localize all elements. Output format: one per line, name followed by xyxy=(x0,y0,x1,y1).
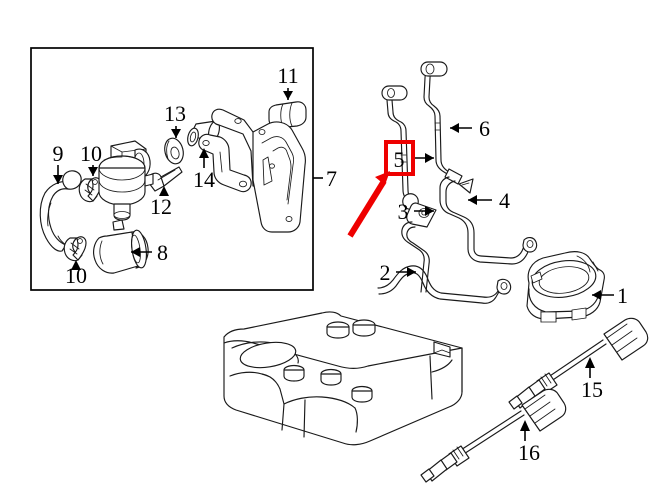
callout-10-lower: 10 xyxy=(65,260,87,288)
callout-1-label: 1 xyxy=(617,283,628,308)
part-oxygen-sensor-lower xyxy=(420,388,567,483)
callout-15: 15 xyxy=(581,357,603,402)
callout-16-label: 16 xyxy=(518,440,540,465)
callout-6: 6 xyxy=(450,116,490,141)
callout-12-label: 12 xyxy=(150,194,172,219)
callout-10-upper: 10 xyxy=(80,141,102,176)
callout-11-label: 11 xyxy=(277,63,298,88)
callout-2: 2 xyxy=(380,260,416,285)
callout-13-label: 13 xyxy=(164,101,186,126)
highlight-arrow-head xyxy=(375,171,390,185)
highlight-arrow-shaft xyxy=(347,179,387,238)
callout-15-label: 15 xyxy=(581,377,603,402)
callout-2-label: 2 xyxy=(380,260,391,285)
callout-3: 3 xyxy=(398,199,434,224)
part-fuel-tank xyxy=(223,311,463,446)
callout-14-label: 14 xyxy=(193,167,215,192)
callout-6-label: 6 xyxy=(479,116,490,141)
part-hose-clamp-lower xyxy=(63,236,87,262)
callout-7: 7 xyxy=(313,166,337,191)
part-mounting-bracket xyxy=(198,108,306,233)
callout-9-label: 9 xyxy=(53,141,64,166)
highlight-annotation xyxy=(347,140,415,238)
callout-1: 1 xyxy=(592,283,628,308)
part-vapor-pump-valve-assembly xyxy=(98,140,154,221)
callout-10-lower-label: 10 xyxy=(65,263,87,288)
part-purge-hose xyxy=(39,170,82,252)
callout-4-label: 4 xyxy=(499,188,510,213)
callout-9: 9 xyxy=(53,141,64,184)
callout-8-label: 8 xyxy=(157,240,168,265)
callout-3-label: 3 xyxy=(398,199,409,224)
callout-5: 5 xyxy=(394,147,434,172)
callout-5-label: 5 xyxy=(394,147,405,172)
callout-16: 16 xyxy=(518,420,540,465)
part-grommet xyxy=(164,137,184,165)
callout-4: 4 xyxy=(468,188,510,213)
callout-13: 13 xyxy=(164,101,186,138)
part-oxygen-sensor-upper xyxy=(508,317,649,410)
part-hose-clamp-upper xyxy=(78,177,102,203)
part-vapor-canister xyxy=(526,251,605,323)
callout-11: 11 xyxy=(277,63,299,100)
callout-8: 8 xyxy=(131,240,168,265)
inset-panel-border xyxy=(30,47,314,291)
highlight-box-callout-5 xyxy=(384,140,415,176)
callout-7-label: 7 xyxy=(326,166,337,191)
part-vapor-pressure-sensor xyxy=(93,219,149,274)
part-return-fuel-tube xyxy=(439,176,538,265)
part-fuel-supply-tube xyxy=(420,61,463,185)
part-vent-hose xyxy=(377,265,512,304)
callout-14: 14 xyxy=(193,148,215,192)
callout-12: 12 xyxy=(150,186,172,219)
callout-10-upper-label: 10 xyxy=(80,141,102,166)
